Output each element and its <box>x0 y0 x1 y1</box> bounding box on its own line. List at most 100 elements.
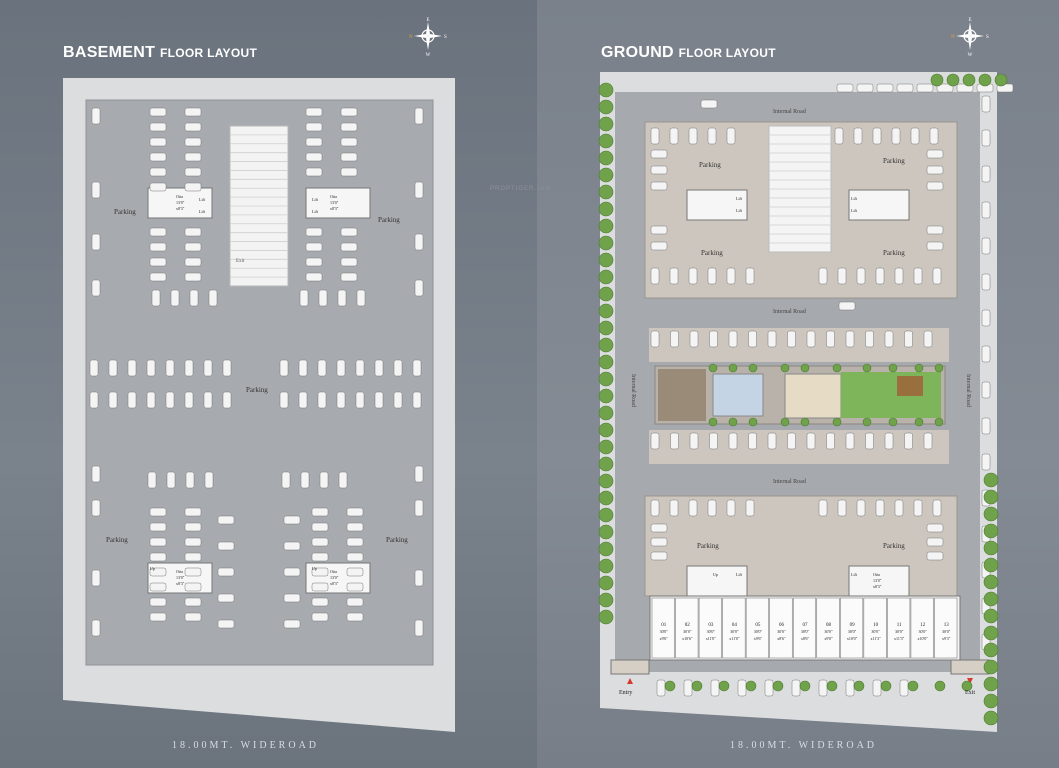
parking-label: Parking <box>697 542 719 550</box>
car-space <box>683 679 693 697</box>
car-space <box>311 522 329 532</box>
tree-icon <box>914 363 924 373</box>
compass-n: N <box>951 35 955 40</box>
car-space <box>149 242 167 252</box>
car-space <box>222 391 232 409</box>
tree-icon <box>772 680 784 692</box>
car-space <box>108 391 118 409</box>
car-space <box>926 165 944 175</box>
car-space <box>184 257 202 267</box>
car-space <box>650 127 660 145</box>
car-space <box>355 359 365 377</box>
car-space <box>875 267 885 285</box>
car-space <box>184 612 202 622</box>
car-space <box>412 359 422 377</box>
car-space <box>338 471 348 489</box>
car-space <box>108 359 118 377</box>
car-space <box>340 272 358 282</box>
tree-icon <box>994 73 1008 87</box>
car-space <box>891 127 901 145</box>
tree-icon <box>598 150 614 166</box>
shop-depth: x11'0" <box>706 636 717 641</box>
shop-number: 10 <box>873 623 879 628</box>
car-space <box>650 537 668 547</box>
tree-icon <box>598 286 614 302</box>
otta-dim: 13'0" <box>330 575 339 580</box>
tree-icon <box>598 337 614 353</box>
compass-icon: E N S W <box>951 18 989 56</box>
car-space <box>806 330 816 348</box>
parking-label: Parking <box>246 386 268 394</box>
car-space <box>865 330 874 348</box>
car-space <box>836 83 854 93</box>
tree-icon <box>832 417 842 427</box>
tree-icon <box>983 489 999 505</box>
car-space <box>899 679 909 697</box>
car-space <box>650 499 660 517</box>
compass-e: E <box>968 18 971 23</box>
compass-s: S <box>986 35 989 40</box>
stair-core <box>848 565 910 597</box>
car-space <box>904 432 913 450</box>
car-space <box>393 391 403 409</box>
tree-icon <box>598 473 614 489</box>
otta-label: Otta <box>330 194 337 199</box>
car-space <box>337 289 347 307</box>
shop-depth: x10'0" <box>847 636 858 641</box>
parking-strip <box>649 328 949 362</box>
car-space <box>149 582 167 592</box>
otta-label: Otta <box>330 569 337 574</box>
basement-title: BASEMENT FLOOR LAYOUT <box>63 44 257 62</box>
car-space <box>165 391 175 409</box>
car-space <box>923 432 933 450</box>
shop-unit <box>792 597 817 659</box>
car-space <box>283 515 301 525</box>
tree-icon <box>728 417 738 427</box>
car-space <box>279 359 289 377</box>
car-space <box>317 359 327 377</box>
car-space <box>926 181 944 191</box>
stair-core <box>147 187 213 219</box>
car-space <box>311 582 329 592</box>
car-space <box>281 471 291 489</box>
car-space <box>184 152 202 162</box>
car-space <box>149 272 167 282</box>
car-space <box>184 507 202 517</box>
car-space <box>981 417 991 435</box>
otta-dim: x8'3" <box>176 206 185 211</box>
ground-trees <box>598 73 1008 726</box>
shop-number: 05 <box>755 623 761 628</box>
car-space <box>203 359 213 377</box>
car-space <box>318 289 328 307</box>
shop-width: 30'0" <box>754 629 763 634</box>
ground-title: GROUND FLOOR LAYOUT <box>601 44 776 62</box>
car-space <box>710 679 720 697</box>
car-space <box>340 167 358 177</box>
car-space <box>283 619 301 629</box>
tree-icon <box>862 417 872 427</box>
shop-unit <box>675 597 699 659</box>
car-space <box>414 279 424 297</box>
tree-icon <box>983 472 999 488</box>
car-space <box>340 257 358 267</box>
tree-icon <box>598 490 614 506</box>
shop-number: 08 <box>826 623 832 628</box>
car-space <box>189 289 199 307</box>
otta-dim: x8'3" <box>330 206 339 211</box>
car-space <box>300 471 310 489</box>
car-space <box>184 552 202 562</box>
car-space <box>926 537 944 547</box>
compass-icon: E N S W <box>409 18 447 56</box>
car-space <box>305 257 323 267</box>
car-space <box>340 227 358 237</box>
car-space <box>981 309 991 327</box>
tree-icon <box>934 417 944 427</box>
car-space <box>355 391 365 409</box>
car-space <box>149 122 167 132</box>
shop-number: 04 <box>732 623 738 628</box>
car-space <box>184 122 202 132</box>
shop-number: 06 <box>779 623 785 628</box>
car-space <box>317 391 327 409</box>
shop-depth: x9'6" <box>754 636 763 641</box>
car-space <box>837 499 847 517</box>
